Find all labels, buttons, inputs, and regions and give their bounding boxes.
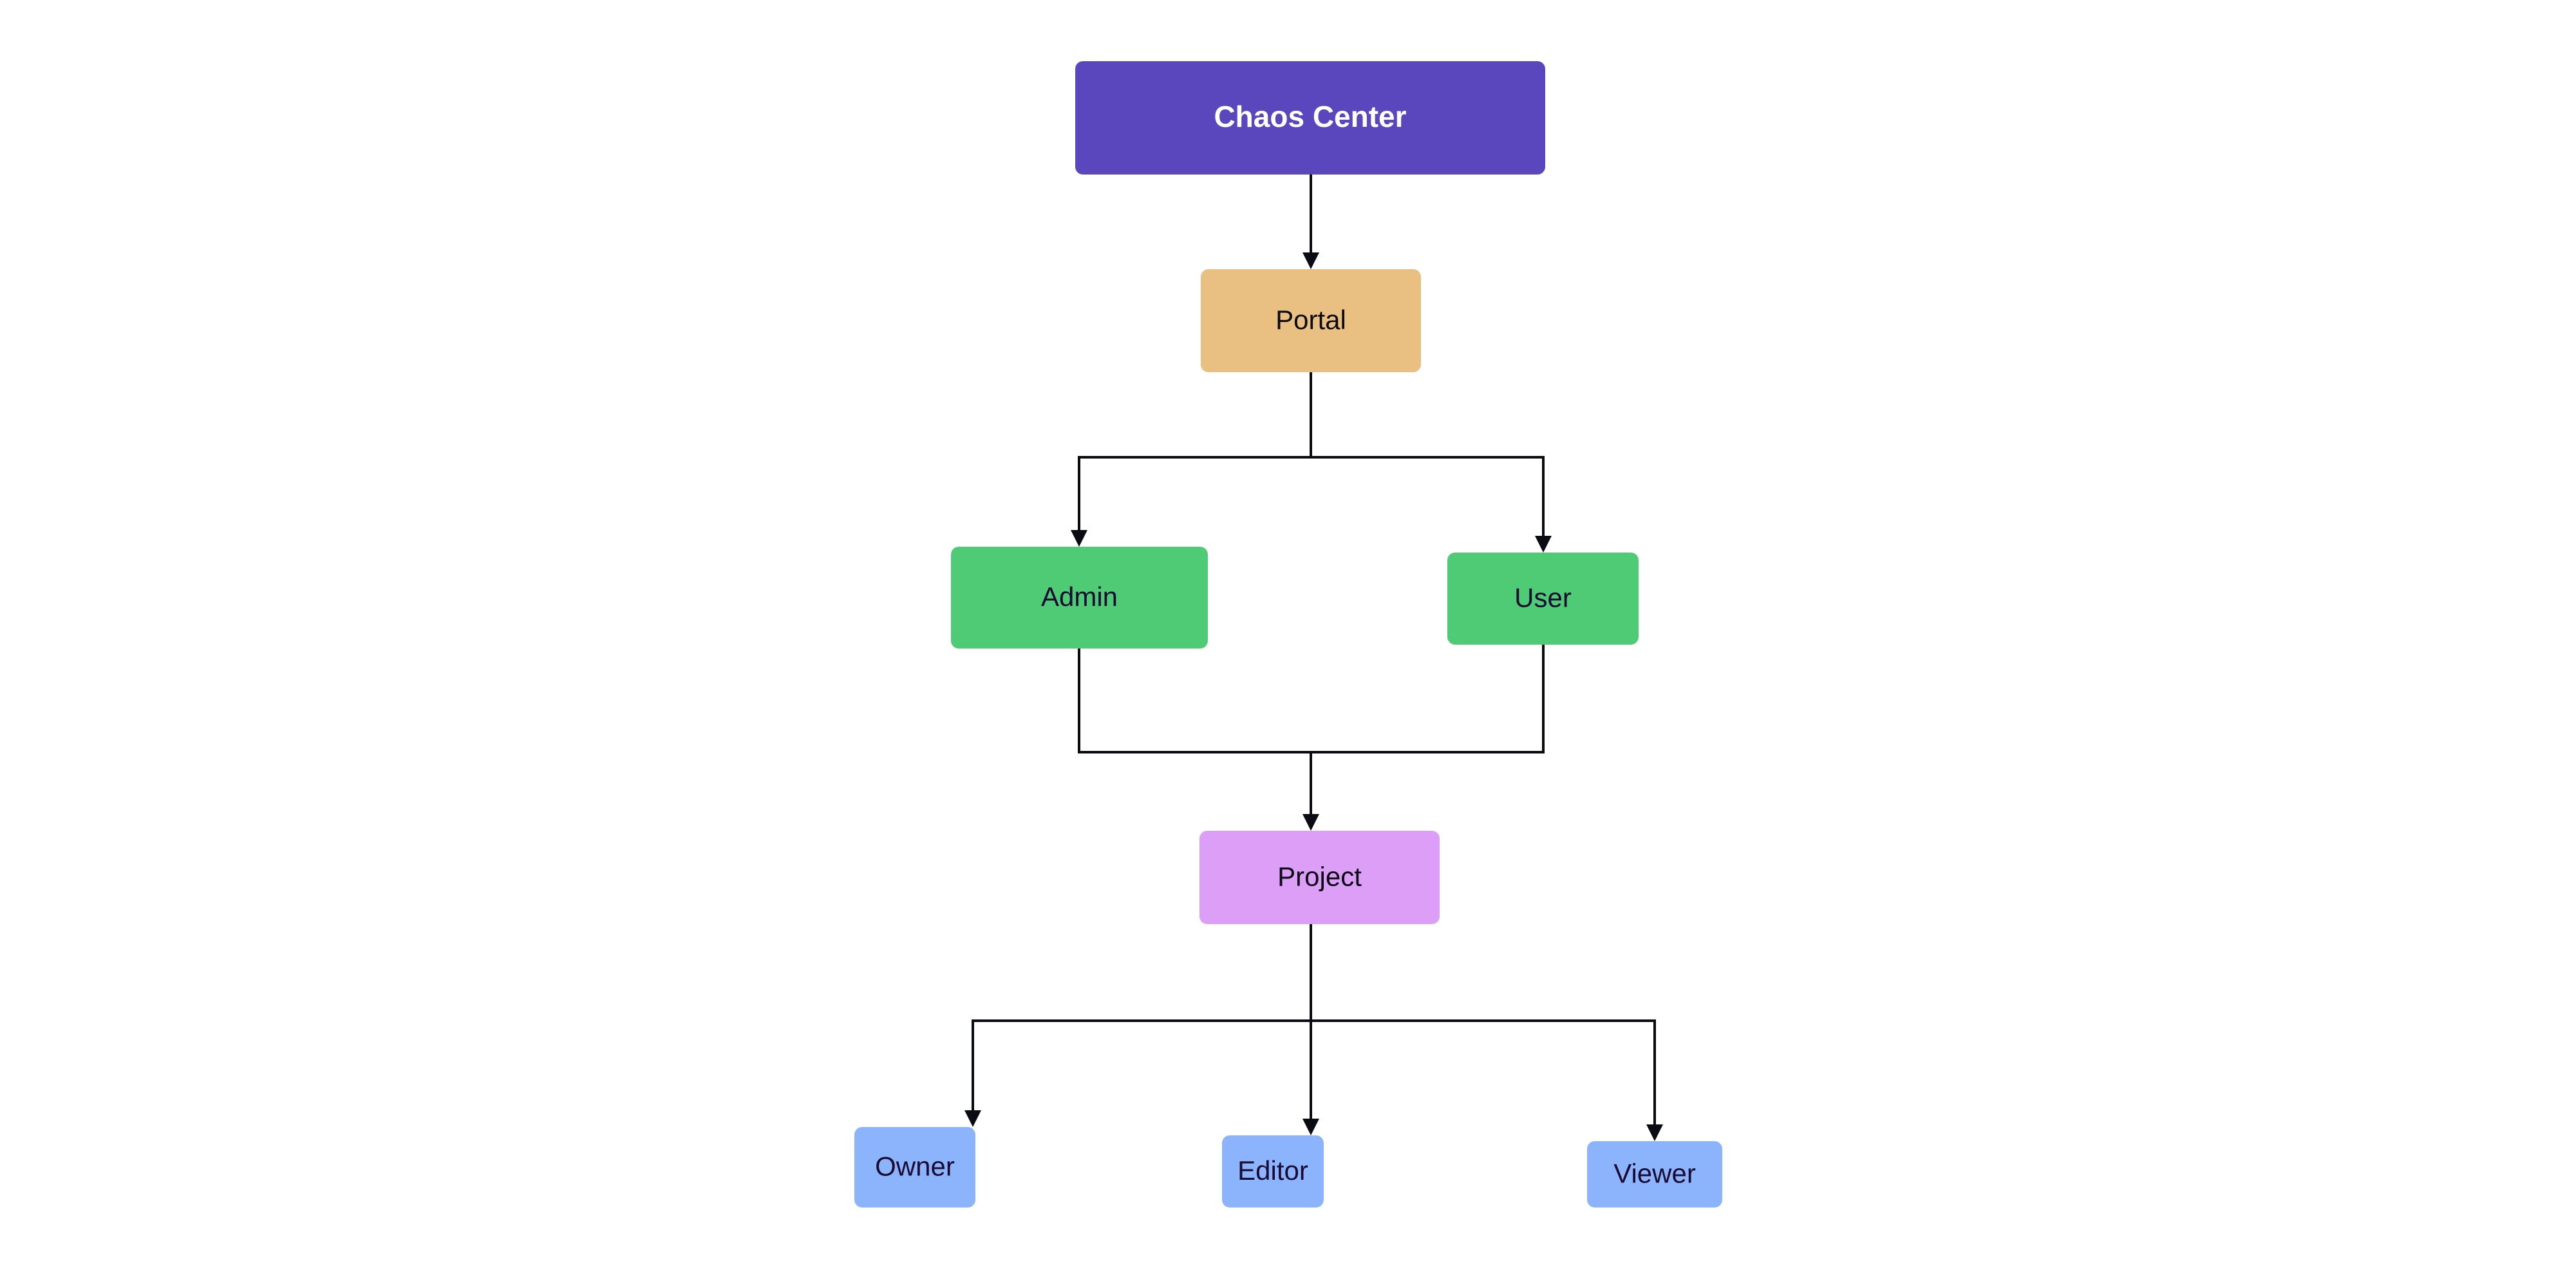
edge-chaoscenter-portal: [1302, 175, 1319, 269]
edge-line: [1311, 645, 1545, 753]
node-label-admin: Admin: [1041, 582, 1118, 612]
arrowhead-icon: [1302, 1119, 1319, 1135]
node-label-portal: Portal: [1275, 305, 1346, 335]
edge-project-owner: [964, 924, 1312, 1127]
arrowhead-icon: [1302, 814, 1319, 831]
node-shape-editor[interactable]: [1222, 1135, 1324, 1208]
node-shape-portal[interactable]: [1201, 269, 1421, 372]
edge-project-editor: [1302, 924, 1319, 1135]
node-label-editor: Editor: [1237, 1155, 1308, 1186]
arrowhead-icon: [1302, 252, 1319, 269]
node-viewer[interactable]: Viewer: [1587, 1141, 1722, 1208]
edge-user-project: [1311, 645, 1545, 753]
node-label-chaos-center: Chaos Center: [1214, 100, 1406, 133]
node-editor[interactable]: Editor: [1222, 1135, 1324, 1208]
node-shape-user[interactable]: [1447, 553, 1639, 645]
node-shape-viewer[interactable]: [1587, 1141, 1722, 1208]
edge-line: [1078, 372, 1312, 535]
node-user[interactable]: User: [1447, 553, 1639, 645]
node-label-project: Project: [1277, 862, 1362, 892]
node-label-owner: Owner: [875, 1151, 955, 1182]
node-portal[interactable]: Portal: [1201, 269, 1421, 372]
node-label-viewer: Viewer: [1613, 1159, 1696, 1189]
arrowhead-icon: [964, 1110, 981, 1127]
node-chaos-center[interactable]: Chaos Center: [1075, 61, 1545, 175]
edge-line: [1078, 649, 1312, 819]
edge-admin-project: [1078, 649, 1319, 831]
node-shape-chaos-center[interactable]: [1075, 61, 1545, 175]
node-admin[interactable]: Admin: [951, 547, 1208, 649]
edge-portal-admin: [1071, 372, 1312, 547]
edge-line: [1311, 1019, 1656, 1130]
edge-project-viewer: [1311, 1019, 1663, 1141]
edge-line: [972, 924, 1312, 1115]
node-shape-admin[interactable]: [951, 547, 1208, 649]
edges-layer: [964, 175, 1663, 1141]
node-shape-project[interactable]: [1199, 831, 1440, 924]
edge-portal-user: [1310, 372, 1552, 553]
node-project[interactable]: Project: [1199, 831, 1440, 924]
node-shape-owner[interactable]: [854, 1127, 975, 1208]
node-label-user: User: [1514, 583, 1572, 613]
node-owner[interactable]: Owner: [854, 1127, 975, 1208]
arrowhead-icon: [1071, 530, 1087, 547]
arrowhead-icon: [1535, 536, 1552, 553]
edge-line: [1310, 372, 1545, 541]
arrowhead-icon: [1646, 1124, 1663, 1141]
